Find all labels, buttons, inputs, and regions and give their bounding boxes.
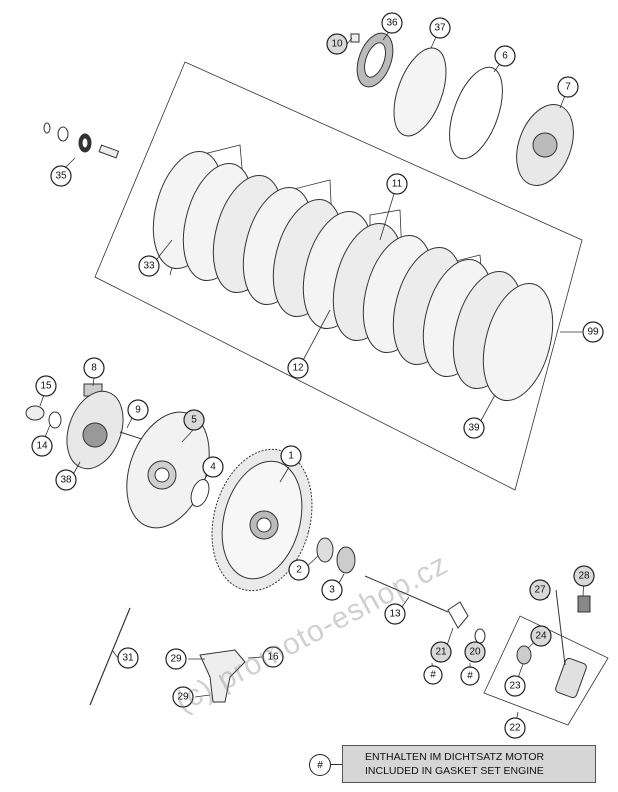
callout-38: 38 — [55, 469, 77, 491]
callout-28-label: 28 — [578, 571, 590, 582]
callout-37-label: 37 — [434, 23, 446, 34]
needle-bearing-part — [316, 537, 334, 563]
callout-29-top-label: 29 — [170, 654, 182, 665]
clutch-plates-frame — [94, 61, 583, 491]
callout-99-label: 99 — [587, 327, 599, 338]
callout-6-label: 6 — [502, 51, 508, 62]
clutch-plate-stack — [152, 150, 554, 402]
callout-21-label: 21 — [435, 647, 447, 658]
callout-14: 14 — [31, 435, 53, 457]
callout-4-label: 4 — [210, 462, 216, 473]
callout-15-label: 15 — [40, 381, 52, 392]
o-ring-part — [474, 628, 486, 644]
callout-3-label: 3 — [329, 585, 335, 596]
callout-28: 28 — [573, 565, 595, 587]
callout-33: 33 — [138, 255, 160, 277]
legend-box: ENTHALTEN IM DICHTSATZ MOTOR INCLUDED IN… — [342, 745, 596, 783]
callout-14-label: 14 — [36, 441, 48, 452]
callout-hash-20-label: # — [467, 671, 473, 682]
callout-35-label: 35 — [55, 171, 67, 182]
legend-line-german: ENTHALTEN IM DICHTSATZ MOTOR — [365, 751, 545, 763]
callout-3: 3 — [321, 579, 343, 601]
callout-29-top: 29 — [165, 648, 187, 670]
slave-cylinder-frame — [483, 615, 609, 726]
callout-22-label: 22 — [509, 723, 521, 734]
callout-1-label: 1 — [288, 451, 294, 462]
callout-9: 9 — [127, 399, 149, 421]
callout-11: 11 — [386, 173, 408, 195]
legend-connector — [330, 764, 342, 765]
callout-20: 20 — [464, 641, 486, 663]
callout-10: 10 — [326, 33, 348, 55]
callout-9-label: 9 — [135, 405, 141, 416]
callout-5: 5 — [183, 409, 205, 431]
callout-31: 31 — [117, 647, 139, 669]
callout-27: 27 — [529, 579, 551, 601]
callout-35: 35 — [50, 165, 72, 187]
callout-24: 24 — [530, 625, 552, 647]
thrust-washer-part — [190, 479, 210, 507]
callout-8-label: 8 — [91, 363, 97, 374]
callout-38-label: 38 — [60, 475, 72, 486]
callout-27-label: 27 — [534, 585, 546, 596]
callout-23-label: 23 — [509, 681, 521, 692]
callout-hash-20: # — [460, 666, 480, 686]
adjuster-screw-parts — [43, 122, 120, 159]
callout-22: 22 — [504, 717, 526, 739]
callout-hash-21-label: # — [430, 670, 436, 681]
callout-7-label: 7 — [565, 82, 571, 93]
callout-1: 1 — [280, 445, 302, 467]
callout-2: 2 — [288, 559, 310, 581]
callout-36: 36 — [381, 12, 403, 34]
callout-29-bottom-label: 29 — [177, 692, 189, 703]
callout-16-label: 16 — [267, 652, 279, 663]
spacer-bushing-part — [336, 546, 356, 574]
callout-39-label: 39 — [468, 423, 480, 434]
callout-33-label: 33 — [143, 261, 155, 272]
callout-13-label: 13 — [389, 609, 401, 620]
callout-37: 37 — [429, 17, 451, 39]
callout-12-label: 12 — [292, 363, 304, 374]
clutch-hub-group — [25, 383, 210, 529]
callout-7: 7 — [557, 76, 579, 98]
push-rod-part — [364, 575, 449, 613]
callout-11-label: 11 — [392, 179, 403, 190]
callout-16: 16 — [262, 646, 284, 668]
callout-39: 39 — [463, 417, 485, 439]
callout-99: 99 — [582, 321, 604, 343]
callout-15: 15 — [35, 375, 57, 397]
callout-31-label: 31 — [122, 653, 134, 664]
callout-5-label: 5 — [191, 415, 197, 426]
callout-10-label: 10 — [331, 39, 343, 50]
callout-29-bottom: 29 — [172, 686, 194, 708]
callout-8: 8 — [83, 357, 105, 379]
grease-syringe-part — [89, 607, 131, 706]
callout-hash-21: # — [423, 665, 443, 685]
callout-20-label: 20 — [469, 647, 481, 658]
callout-4: 4 — [202, 456, 224, 478]
callout-21: 21 — [430, 641, 452, 663]
slave-cylinder-group — [516, 589, 591, 699]
release-lever-part — [188, 649, 263, 703]
callout-23: 23 — [504, 675, 526, 697]
callout-2-label: 2 — [296, 565, 302, 576]
callout-13: 13 — [384, 603, 406, 625]
pressure-plate-group — [350, 32, 574, 186]
callout-36-label: 36 — [386, 18, 398, 29]
legend-symbol: # — [309, 754, 331, 776]
gasket-part — [447, 601, 469, 629]
legend-line-english: INCLUDED IN GASKET SET ENGINE — [365, 765, 544, 777]
callout-12: 12 — [287, 357, 309, 379]
clutch-basket-part — [211, 448, 313, 592]
callout-6: 6 — [494, 45, 516, 67]
callout-24-label: 24 — [535, 631, 547, 642]
